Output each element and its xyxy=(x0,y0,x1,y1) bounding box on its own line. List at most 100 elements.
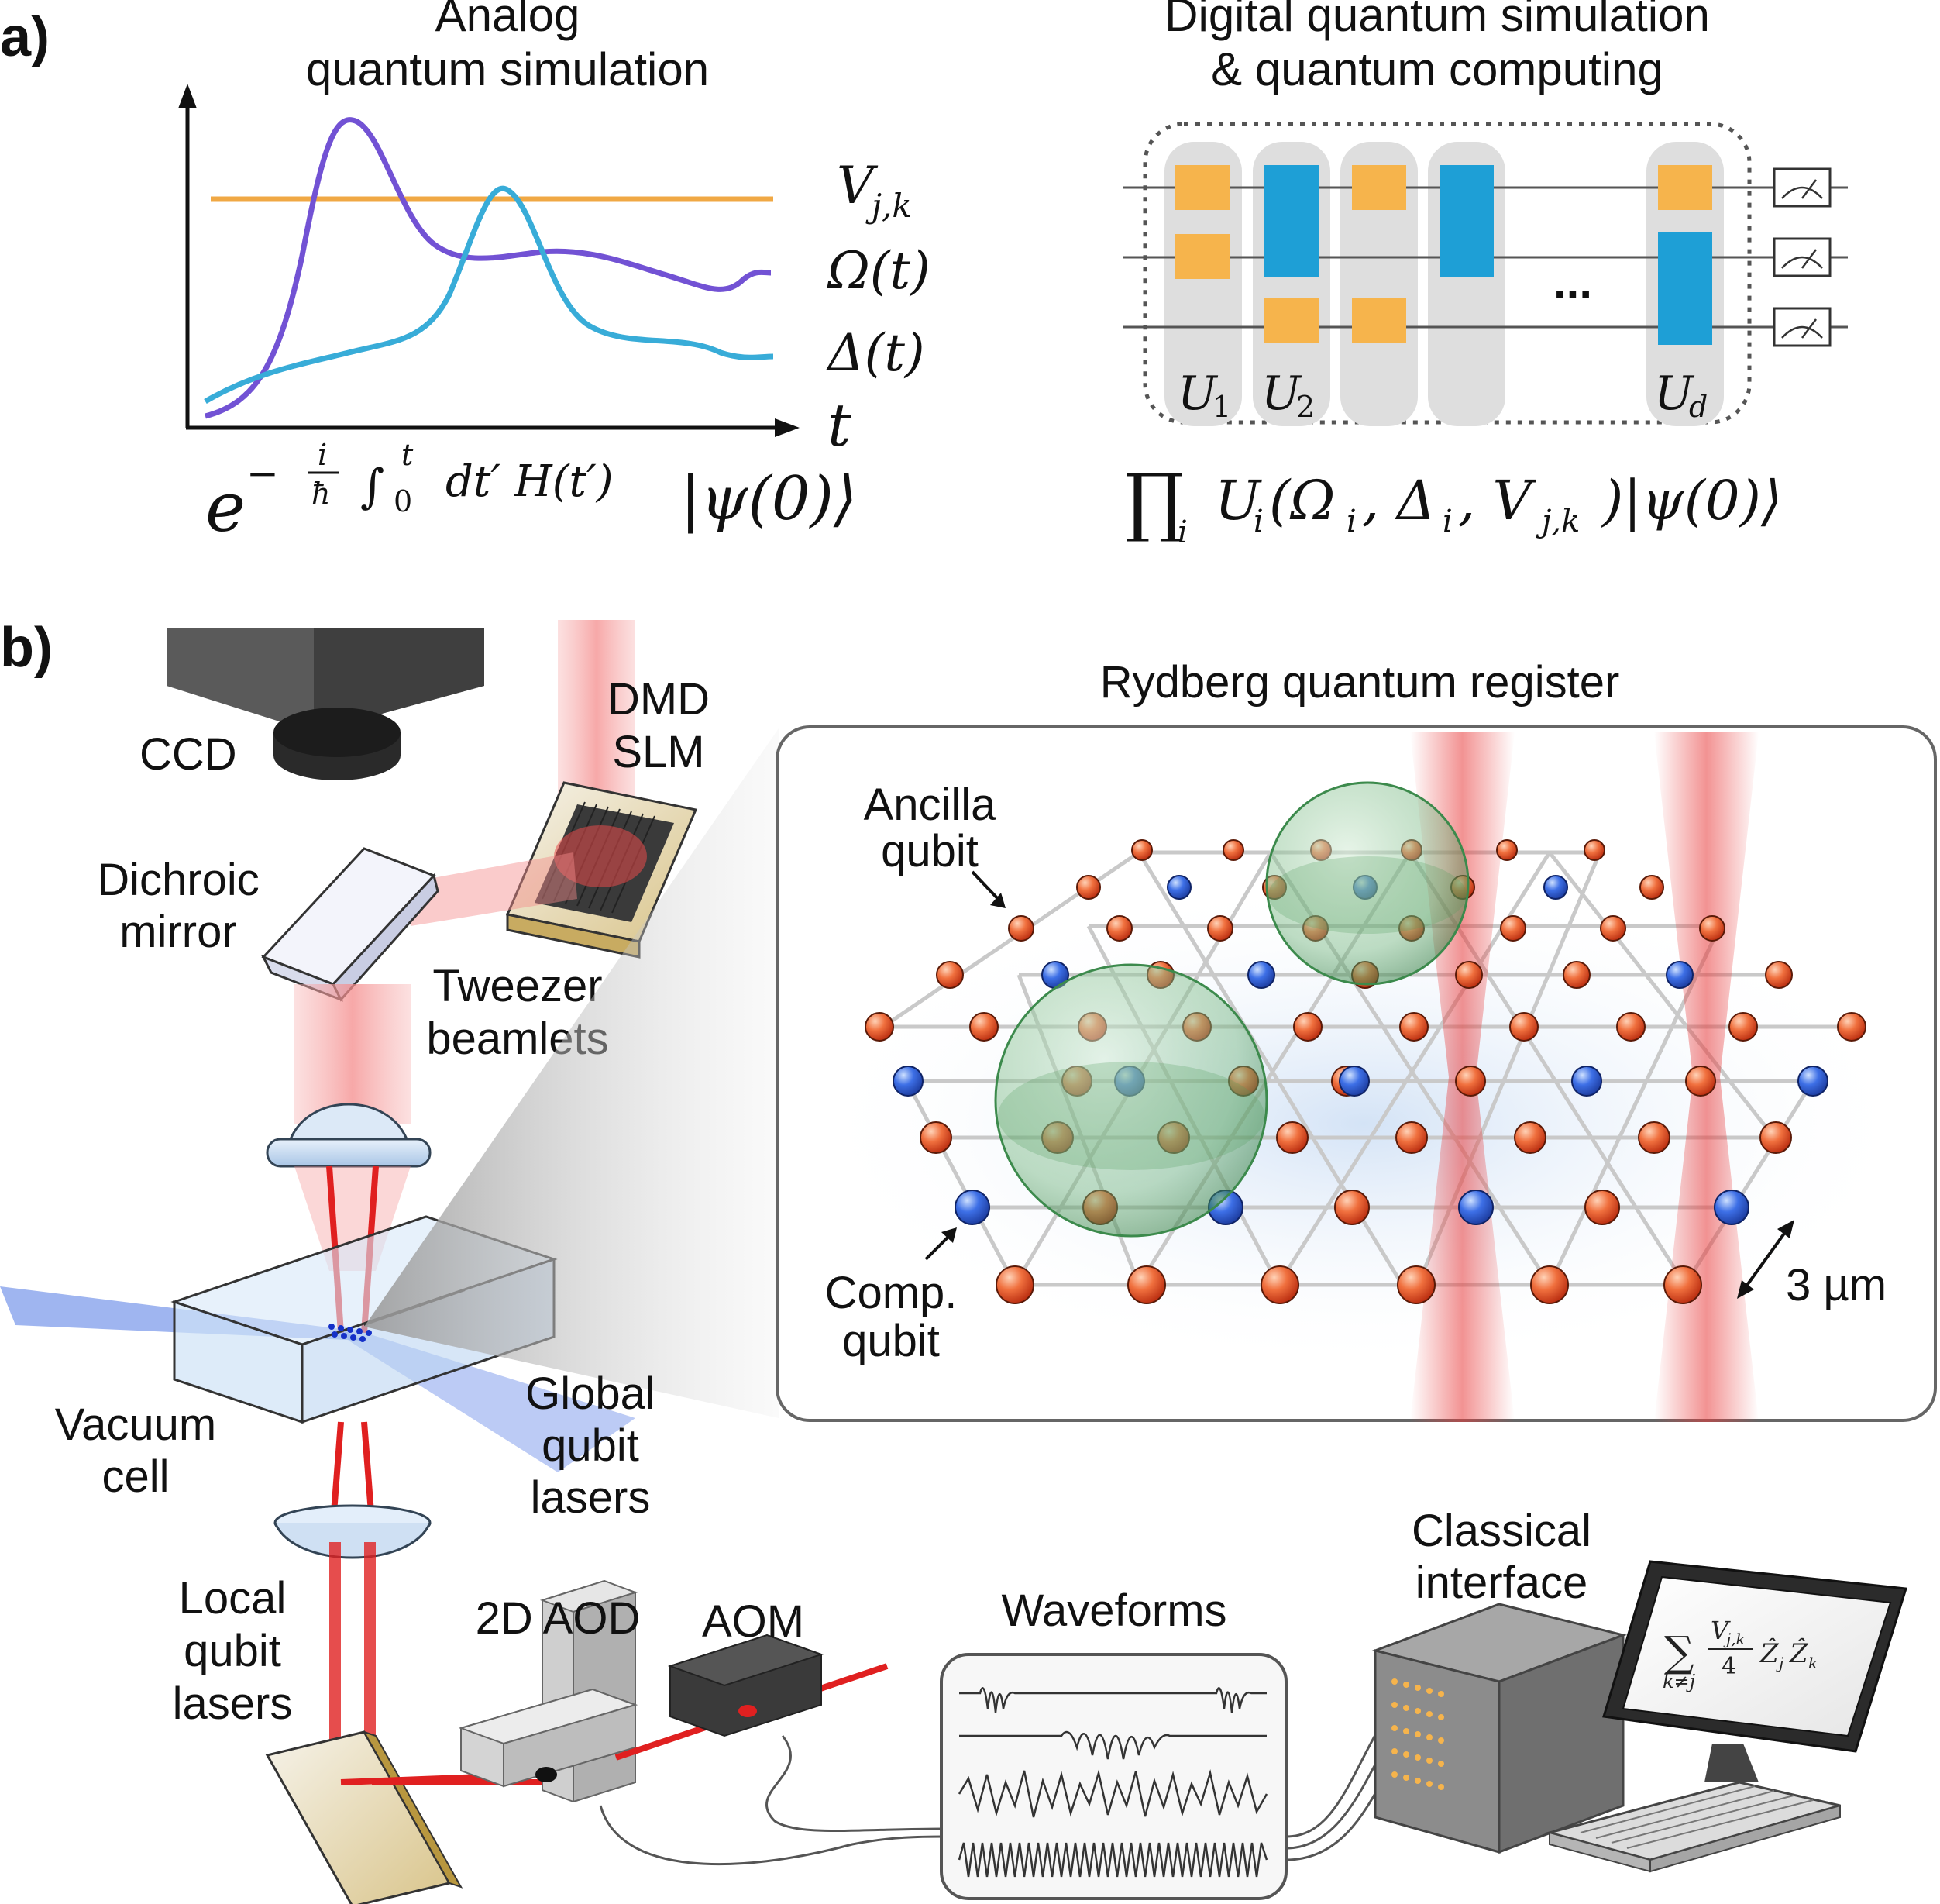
gate-single xyxy=(1352,298,1406,343)
atom xyxy=(1276,1121,1309,1154)
v-sub-label: j,k xyxy=(865,187,912,225)
atom xyxy=(1397,1265,1436,1304)
atom xyxy=(1639,875,1664,900)
formula-v: , V xyxy=(1458,469,1537,532)
screen-sum: ∑ xyxy=(1664,1627,1694,1676)
u2-sub: 2 xyxy=(1296,390,1315,424)
atom xyxy=(1076,875,1101,900)
atom xyxy=(1334,1190,1370,1225)
atom xyxy=(1530,1265,1569,1304)
atom xyxy=(1759,1121,1792,1154)
waveforms-title: Waveforms xyxy=(1001,1586,1226,1636)
waveform-3 xyxy=(958,1769,1268,1818)
steering-mirror xyxy=(265,1730,463,1904)
atom xyxy=(1455,961,1483,989)
classical-label-1: Classical xyxy=(1412,1506,1591,1556)
blockade-sphere xyxy=(1265,781,1470,986)
analog-plot: Analog quantum simulation V j,k Ω(t) Δ(t… xyxy=(178,0,930,547)
vacuum-label-2: cell xyxy=(101,1451,169,1502)
atom xyxy=(1837,1012,1866,1042)
atom xyxy=(1638,1121,1670,1154)
keyboard xyxy=(1545,1781,1841,1873)
atom xyxy=(1008,915,1034,942)
digital-formula: ∏ i U i (Ω i , Δ i , V j,k )|ψ(0)⟩ xyxy=(1125,458,1782,550)
layer-u3-bg xyxy=(1340,142,1418,426)
formula-omega-index: i xyxy=(1347,504,1357,539)
atom xyxy=(1395,1121,1428,1154)
analog-formula: e − i ħ ∫ t 0 dt′ H(t′) |ψ(0)⟩ xyxy=(205,438,857,547)
register-title: Rydberg quantum register xyxy=(1100,657,1620,708)
waveforms-box xyxy=(940,1653,1288,1900)
atom-blue xyxy=(1247,961,1275,989)
comp-arrow xyxy=(924,1232,953,1261)
waveform-traces xyxy=(958,1687,1268,1878)
atom-blue xyxy=(1666,961,1694,989)
tweezer-label-1: Tweezer xyxy=(432,961,602,1011)
atom xyxy=(1616,1012,1646,1042)
atom xyxy=(1207,915,1233,942)
atom-blue xyxy=(1167,875,1192,900)
curve-label-omega: Ω(t) xyxy=(827,241,930,301)
meter-icon xyxy=(1773,237,1832,277)
atom xyxy=(1293,1012,1323,1042)
u1-sub: 1 xyxy=(1212,390,1231,424)
beam-to-objective xyxy=(294,984,411,1124)
ancilla-arrowhead xyxy=(990,893,1006,908)
ud-sub: d xyxy=(1689,390,1708,424)
curve-label-v: V j,k xyxy=(837,156,912,225)
formula-prod-index: i xyxy=(1178,515,1188,550)
local-laser-path xyxy=(364,1542,376,1775)
layer-u1-bg xyxy=(1164,142,1242,426)
dichroic-label-1: Dichroic xyxy=(97,855,260,905)
atom xyxy=(1261,1265,1299,1304)
spacing-arrowhead xyxy=(1777,1220,1794,1238)
screen-v: V xyxy=(1711,1616,1731,1645)
computer-tower xyxy=(1371,1603,1628,1854)
formula-ket: )|ψ(0)⟩ xyxy=(1601,469,1782,532)
gate-single xyxy=(1264,298,1319,343)
gate-single xyxy=(1658,165,1712,210)
formula-omega: (Ω xyxy=(1269,469,1335,532)
computer-cable xyxy=(1285,1743,1388,1850)
vacuum-label-1: Vacuum xyxy=(55,1400,216,1450)
formula-minus: − xyxy=(246,451,279,496)
gate-two-qubit xyxy=(1264,165,1319,277)
atom xyxy=(1685,1066,1716,1097)
formula-u: U xyxy=(1215,469,1262,532)
u2-label: U xyxy=(1261,367,1302,421)
formula-i: i xyxy=(318,438,327,472)
objective-lens xyxy=(266,1103,432,1168)
waveform-2 xyxy=(959,1730,1267,1760)
gate-single xyxy=(1175,234,1230,279)
atom-array-mini xyxy=(328,1324,372,1342)
formula-u-index: i xyxy=(1254,504,1264,539)
atom xyxy=(969,1012,999,1042)
comp-label-1: Comp. xyxy=(825,1268,958,1318)
screen-z1: Ẑ xyxy=(1759,1637,1780,1669)
atom xyxy=(1584,1190,1620,1225)
atom xyxy=(1663,1265,1702,1304)
circuit-ellipsis: ... xyxy=(1553,257,1592,308)
monitor xyxy=(1602,1560,1907,1782)
digital-title-1: Digital quantum simulation xyxy=(1164,0,1710,41)
classical-label-2: interface xyxy=(1415,1558,1587,1608)
spacing-arrowhead xyxy=(1737,1280,1754,1299)
time-label: t xyxy=(827,391,851,460)
atom-blue xyxy=(955,1190,990,1225)
comp-label-2: qubit xyxy=(842,1316,940,1366)
ancilla-label-1: Ancilla xyxy=(864,780,997,830)
gate-single xyxy=(1352,165,1406,210)
curve-omega xyxy=(205,117,772,419)
spacing-arrow xyxy=(1740,1224,1791,1294)
formula-e: e xyxy=(205,467,246,547)
atom xyxy=(1600,915,1626,942)
atom xyxy=(1455,1066,1486,1097)
atom xyxy=(1496,839,1518,861)
atom xyxy=(1509,1012,1539,1042)
global-label-2: qubit xyxy=(542,1420,639,1471)
panel-a: a) Analog quantum simulation V j,k Ω(t) … xyxy=(0,0,1848,550)
atom xyxy=(1728,1012,1758,1042)
atom xyxy=(1584,839,1605,861)
gate-two-qubit xyxy=(1658,232,1712,345)
